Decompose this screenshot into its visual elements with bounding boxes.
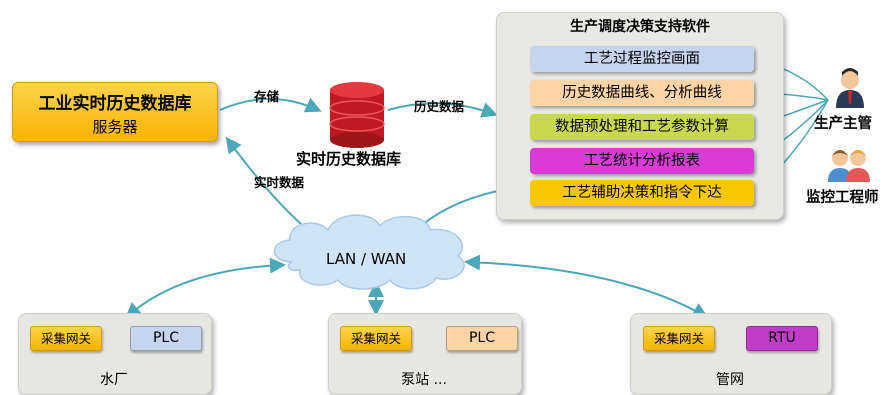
- site-2-name: 泵站 ...: [401, 372, 447, 388]
- network-cloud: [273, 214, 465, 290]
- edge-history: [387, 102, 498, 118]
- site-3-name: 管网: [716, 372, 744, 388]
- module-decision-support: 工艺辅助决策和指令下达: [530, 180, 754, 206]
- history-db-server: 工业实时历史数据库 服务器: [12, 82, 218, 142]
- site-3-device: RTU: [746, 326, 818, 351]
- edge-label-history: 历史数据: [414, 99, 465, 114]
- module-history-curves: 历史数据曲线、分析曲线: [530, 80, 754, 106]
- engineer-icon: [828, 150, 870, 182]
- edge-site-1: [125, 257, 286, 319]
- software-title: 生产调度决策支持软件: [570, 19, 710, 35]
- role-manager: 生产主管: [814, 116, 872, 132]
- module-data-preprocess: 数据预处理和工艺参数计算: [530, 114, 754, 140]
- edge-label-realtime: 实时数据: [254, 175, 305, 190]
- database-label: 实时历史数据库: [296, 150, 402, 168]
- site-2-gateway: 采集网关: [340, 326, 412, 351]
- site-3-gateway: 采集网关: [643, 326, 715, 351]
- edge-store: [219, 97, 322, 113]
- server-subtitle: 服务器: [92, 118, 138, 136]
- site-1-name: 水厂: [100, 372, 128, 388]
- module-statistics-report: 工艺统计分析报表: [530, 148, 754, 174]
- server-title: 工业实时历史数据库: [38, 94, 192, 114]
- role-engineer: 监控工程师: [806, 190, 879, 206]
- module-process-monitor: 工艺过程监控画面: [530, 46, 754, 72]
- network-label: LAN / WAN: [326, 250, 407, 268]
- site-1-gateway: 采集网关: [30, 326, 102, 351]
- edge-site-3: [464, 254, 709, 318]
- edge-label-store: 存储: [254, 89, 280, 104]
- database-icon: [329, 82, 385, 148]
- site-1-device: PLC: [130, 326, 202, 351]
- site-2-device: PLC: [446, 326, 518, 351]
- manager-icon: [836, 68, 864, 108]
